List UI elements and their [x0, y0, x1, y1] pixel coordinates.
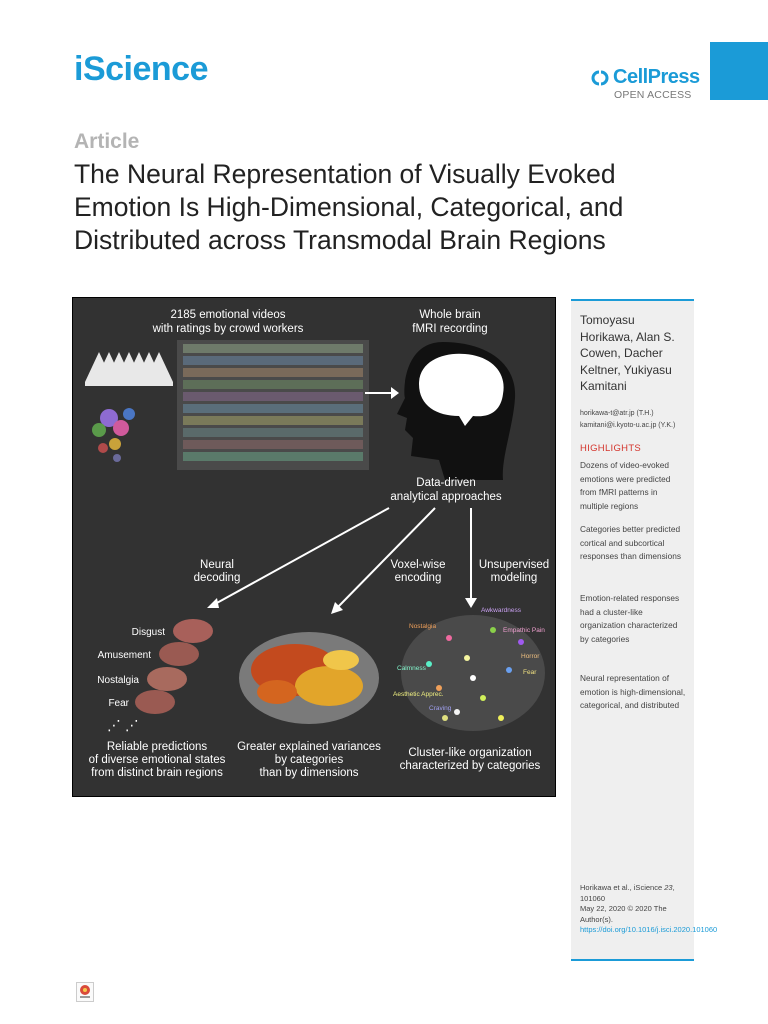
voxel-text-2: encoding: [395, 572, 442, 584]
result1-line1: Reliable predictions: [107, 741, 208, 753]
graphical-abstract: 2185 emotional videos with ratings by cr…: [72, 297, 556, 797]
decoding-brains: [135, 619, 213, 714]
arrow-right-icon: [365, 387, 399, 399]
highlights-heading: HIGHLIGHTS: [580, 443, 642, 454]
cellpress-icon: [591, 70, 609, 85]
email-horikawa[interactable]: horikawa-t@atr.jp (T.H.): [580, 410, 654, 417]
cluster-label-calmness: Calmness: [397, 665, 427, 672]
journal-title: iScience: [74, 50, 208, 88]
cluster-scatter-plot: [401, 615, 545, 731]
cluster-label-awkwardness: Awkwardness: [481, 607, 522, 614]
cluster-label-craving: Craving: [429, 705, 452, 712]
citation-id: 101060: [580, 893, 606, 903]
unsup-text-1: Unsupervised: [479, 559, 549, 571]
fmri-text-2: fMRI recording: [412, 323, 487, 335]
cluster-label-nostalgia: Nostalgia: [409, 623, 436, 630]
citation-volume: 23: [664, 883, 673, 892]
emotion-label-amusement: Amusement: [98, 650, 152, 661]
fmri-text-1: Whole brain: [419, 309, 480, 321]
citation-authors: Horikawa et al., iScience: [580, 883, 663, 892]
unsup-text-2: modeling: [491, 572, 538, 584]
approach-text-2: analytical approaches: [390, 491, 501, 503]
journal-color-tab: [710, 42, 768, 100]
cluster-label-fear: Fear: [523, 669, 537, 676]
video-thumbnails: [177, 340, 369, 470]
emotion-map-icon: [92, 408, 135, 462]
head-brain-icon: [397, 342, 516, 480]
citation-date: May 22, 2020 © 2020 The Author(s).: [580, 904, 667, 924]
publisher-name: CellPress: [613, 66, 700, 88]
result2-line3: than by dimensions: [259, 767, 358, 779]
doi-link[interactable]: https://doi.org/10.1016/j.isci.2020.1010…: [580, 925, 718, 934]
result3-line1: Cluster-like organization: [408, 747, 531, 759]
result3-line2: characterized by categories: [400, 760, 541, 772]
decoding-text-1: Neural: [200, 559, 234, 571]
update-badge-icon: [80, 985, 90, 998]
result1-line2: of diverse emotional states: [89, 754, 226, 766]
author-list: Tomoyasu Horikawa, Alan S. Cowen, Dacher…: [580, 313, 675, 393]
highlight-item: Emotion-related responses had a cluster-…: [580, 593, 680, 644]
result2-line1: Greater explained variances: [237, 741, 381, 753]
crowd-workers-icon: [85, 352, 173, 386]
article-title: The Neural Representation of Visually Ev…: [74, 159, 624, 255]
info-sidebar: [571, 299, 694, 961]
emotion-label-disgust: Disgust: [132, 627, 166, 638]
voxel-text-1: Voxel-wise: [391, 559, 446, 571]
videos-text-1: 2185 emotional videos: [170, 309, 285, 321]
emotion-label-nostalgia: Nostalgia: [97, 675, 139, 686]
citation-block: Horikawa et al., iScience 23, 101060 May…: [580, 883, 718, 934]
cellpress-logo[interactable]: CellPress: [588, 66, 700, 89]
videos-text-2: with ratings by crowd workers: [152, 323, 304, 335]
cluster-label-aesthetic: Aesthetic Apprec.: [393, 691, 444, 698]
emotion-label-fear: Fear: [108, 698, 129, 709]
open-access-label: OPEN ACCESS: [614, 89, 692, 101]
cortical-surface-map: [239, 632, 379, 724]
result1-line3: from distinct brain regions: [91, 767, 223, 779]
check-for-updates-icon[interactable]: [76, 982, 94, 1002]
analysis-arrows: [214, 507, 472, 609]
ellipsis-dots: ⋰ ⋰: [107, 717, 139, 733]
approach-text-1: Data-driven: [416, 477, 475, 489]
highlight-item: Dozens of video-evoked emotions were pre…: [580, 460, 671, 511]
result2-line2: by categories: [275, 754, 344, 766]
highlight-item: Categories better predicted cortical and…: [580, 524, 682, 561]
cluster-label-empathic-pain: Empathic Pain: [503, 627, 545, 634]
correspondence-emails: horikawa-t@atr.jp (T.H.) kamitani@i.kyot…: [580, 408, 675, 431]
article-type-label: Article: [74, 130, 140, 153]
arrowheads: [207, 598, 477, 614]
cluster-label-horror: Horror: [521, 653, 540, 660]
decoding-text-2: decoding: [194, 572, 241, 584]
email-kamitani[interactable]: kamitani@i.kyoto-u.ac.jp (Y.K.): [580, 421, 676, 429]
highlight-item: Neural representation of emotion is high…: [580, 673, 686, 710]
